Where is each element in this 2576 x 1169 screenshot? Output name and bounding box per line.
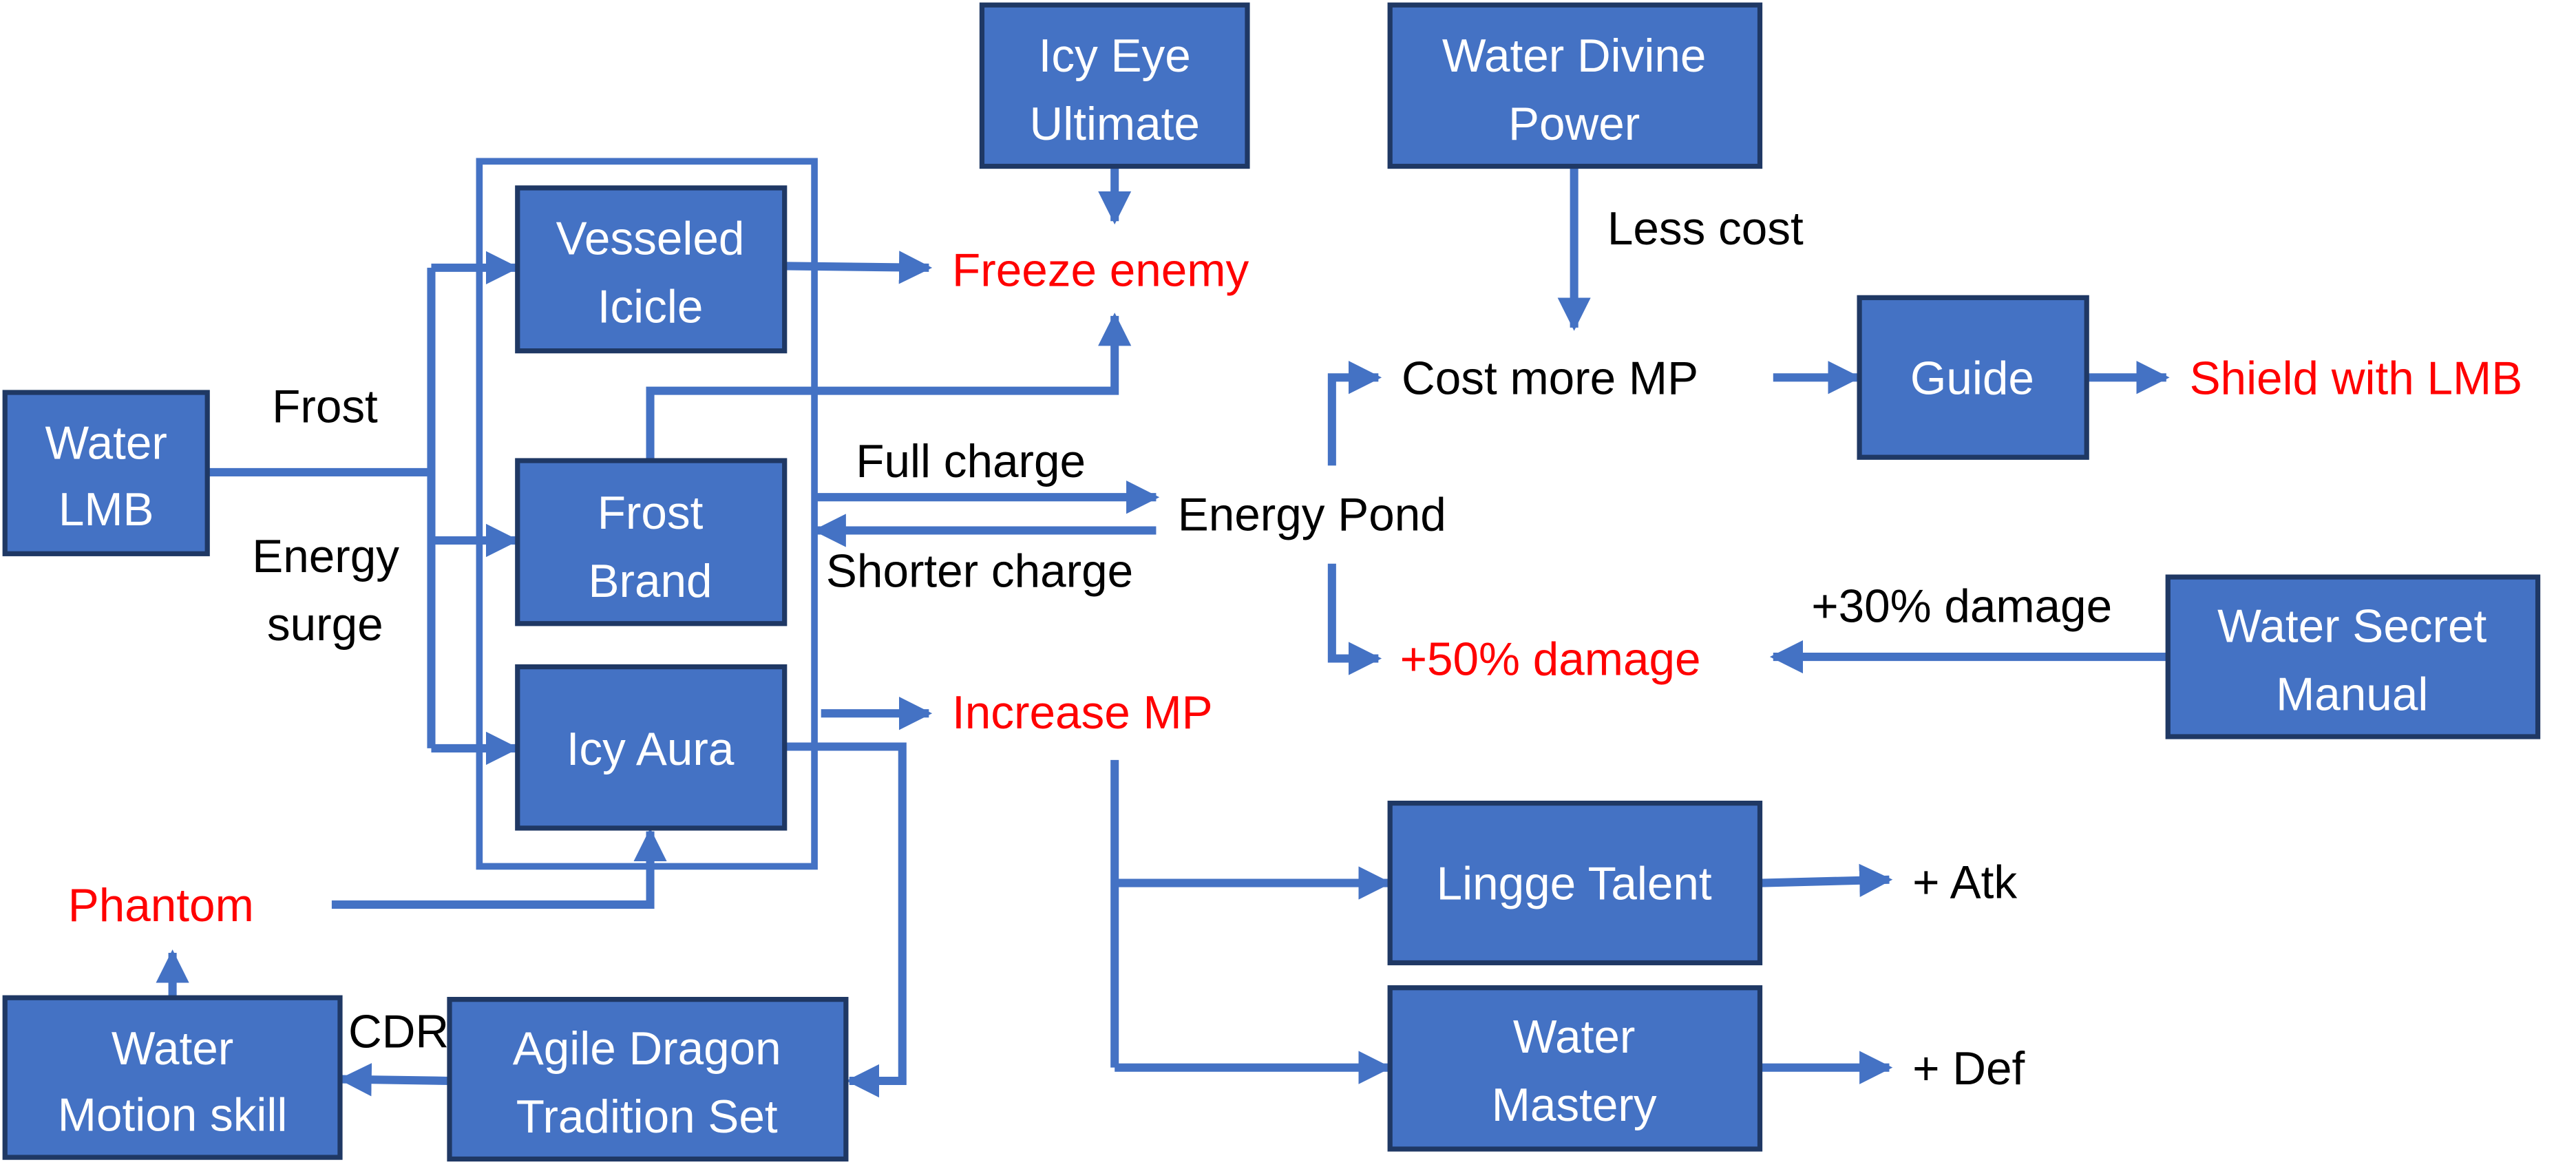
connector-pond-to-cost-more-mp — [1327, 361, 1382, 466]
box-icy-eye-ultimate: Icy Eye Ultimate — [979, 2, 1250, 169]
box-label-line: Tradition Set — [516, 1091, 778, 1143]
box-label-line: Icy Eye — [1039, 30, 1191, 82]
box-label-line: Water — [1513, 1011, 1635, 1063]
box-label-line: Motion skill — [58, 1089, 288, 1141]
label-shorter-charge: Shorter charge — [826, 546, 1133, 598]
label-energy-surge-line1: Energy — [252, 531, 399, 582]
connector-agile-to-motion — [338, 1063, 450, 1097]
box-frost-brand: Frost Brand — [515, 458, 788, 626]
label-plus-30-damage: +30% damage — [1811, 580, 2112, 632]
box-label-line: LMB — [59, 484, 154, 536]
box-label-line: Icicle — [598, 282, 704, 333]
box-water-motion-skill: Water Motion skill — [2, 995, 343, 1160]
connector-icicle-to-freeze — [786, 251, 933, 284]
effect-shield-with-lmb: Shield with LMB — [2190, 352, 2523, 404]
effect-phantom: Phantom — [68, 880, 254, 931]
label-energy-pond: Energy Pond — [1178, 489, 1446, 540]
box-agile-dragon-tradition-set: Agile Dragon Tradition Set — [447, 997, 849, 1162]
label-energy-surge-line2: surge — [267, 599, 383, 651]
box-label-line: Brand — [589, 556, 712, 607]
box-label-line: Mastery — [1492, 1080, 1657, 1131]
box-vesseled-icicle: Vesseled Icicle — [515, 185, 788, 354]
box-water-divine-power: Water Divine Power — [1387, 2, 1763, 169]
connector-aura-to-agile-dragon — [786, 742, 907, 1098]
label-full-charge: Full charge — [856, 436, 1086, 487]
box-label-line: Power — [1508, 98, 1640, 150]
label-cdr: CDR — [348, 1007, 449, 1058]
box-label-line: Lingge Talent — [1437, 859, 1712, 910]
box-water-secret-manual: Water Secret Manual — [2165, 574, 2541, 739]
label-frost: Frost — [272, 381, 378, 432]
connector-lingge-to-atk — [1761, 863, 1893, 898]
connector-phantom-to-icy-aura — [331, 828, 667, 909]
label-cost-more-mp: Cost more MP — [1402, 352, 1698, 404]
box-label-line: Water — [45, 418, 167, 470]
effect-freeze-enemy: Freeze enemy — [952, 244, 1249, 296]
box-guide: Guide — [1857, 295, 2089, 460]
box-label-line: Water — [112, 1023, 233, 1075]
box-label-line: Ultimate — [1030, 98, 1200, 150]
effect-plus-50-damage: +50% damage — [1400, 634, 1701, 686]
box-label-line: Water Secret — [2217, 600, 2487, 652]
connector-pond-to-50-damage — [1327, 563, 1382, 675]
box-label-line: Agile Dragon — [513, 1023, 781, 1075]
connector-frost-brand-to-freeze — [646, 313, 1132, 459]
label-plus-def: + Def — [1912, 1043, 2025, 1095]
label-plus-atk: + Atk — [1912, 856, 2017, 908]
box-label-line: Manual — [2276, 668, 2428, 720]
box-label-line: Water Divine — [1442, 30, 1707, 82]
box-label-line: Guide — [1910, 352, 2034, 404]
box-label-line: Icy Aura — [567, 724, 735, 775]
box-water-mastery: Water Mastery — [1387, 985, 1763, 1152]
box-water-lmb: Water LMB — [2, 390, 210, 556]
box-lingge-talent: Lingge Talent — [1387, 800, 1763, 966]
label-less-cost: Less cost — [1607, 203, 1804, 255]
box-icy-aura: Icy Aura — [515, 664, 788, 831]
box-label-line: Frost — [598, 487, 704, 539]
box-label-line: Vesseled — [556, 213, 745, 264]
effect-increase-mp: Increase MP — [952, 687, 1213, 739]
